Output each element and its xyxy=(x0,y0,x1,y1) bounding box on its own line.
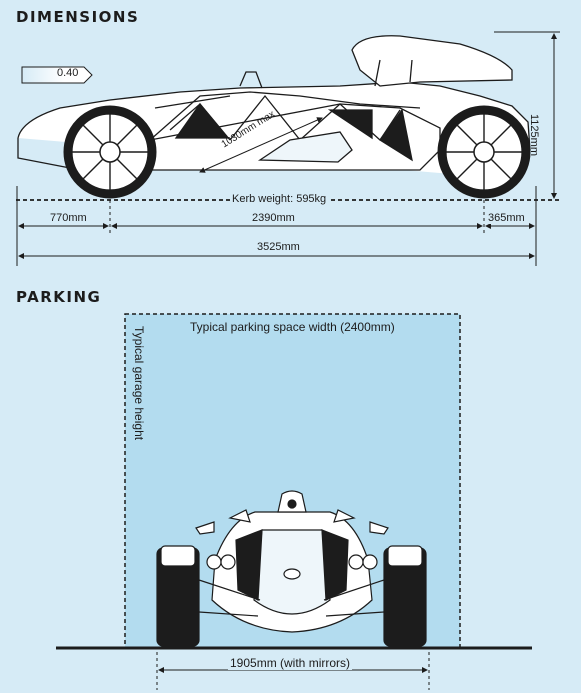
drag-coefficient-badge xyxy=(21,66,93,84)
occupant-arrow xyxy=(199,117,323,173)
rear-overhang-label: 365mm xyxy=(486,212,527,224)
front-wheel xyxy=(63,105,157,199)
garage-height-label: Typical garage height xyxy=(132,326,146,441)
dimensions-heading: DIMENSIONS xyxy=(16,8,140,26)
car-width-label: 1905mm (with mirrors) xyxy=(228,656,353,670)
parking-space-label: Typical parking space width (2400mm) xyxy=(190,320,395,334)
rear-wheel xyxy=(437,105,531,199)
front-view-car xyxy=(156,490,427,647)
height-label: 1125mm xyxy=(528,114,540,156)
parking-heading: PARKING xyxy=(16,288,102,306)
wheelbase-label: 2390mm xyxy=(250,212,297,224)
length-label: 3525mm xyxy=(255,241,302,253)
front-overhang-label: 770mm xyxy=(48,212,89,224)
drag-coefficient-label: 0.40 xyxy=(57,67,79,79)
kerb-weight-label: Kerb weight: 595kg xyxy=(230,193,329,205)
